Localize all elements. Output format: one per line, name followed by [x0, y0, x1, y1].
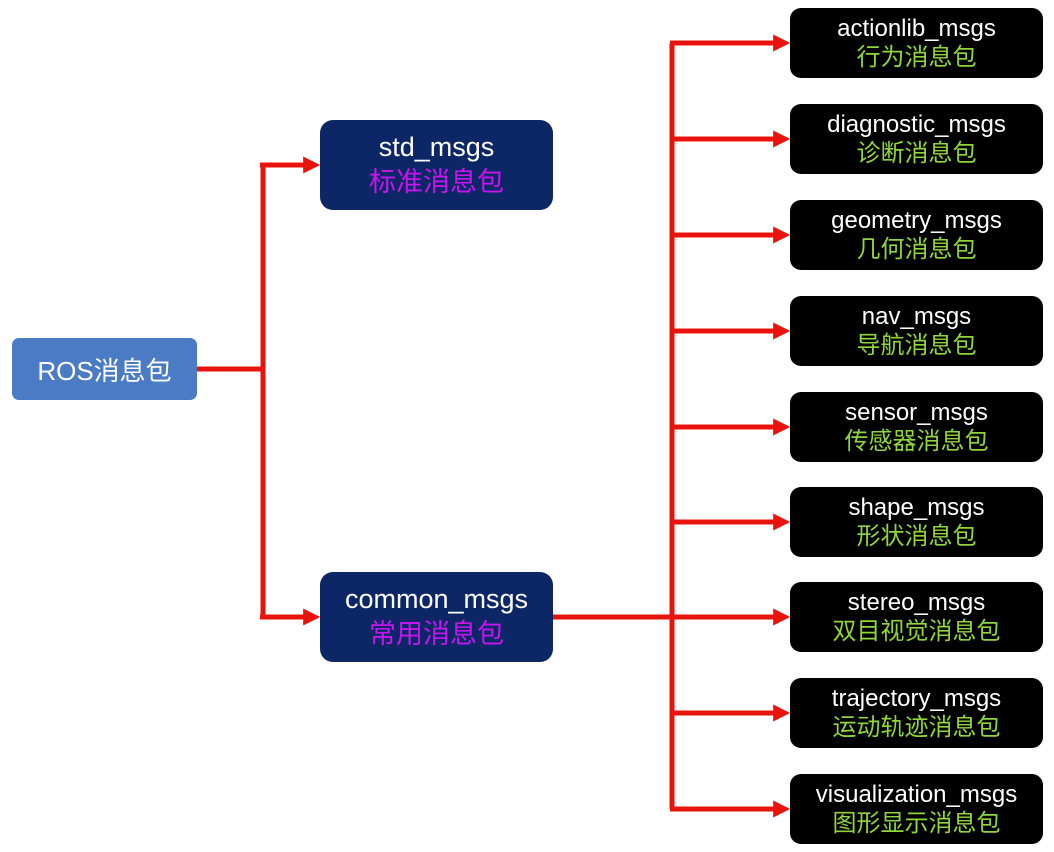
node-title: std_msgs — [378, 132, 495, 163]
node-subtitle: 双目视觉消息包 — [832, 618, 1001, 645]
node-title: shape_msgs — [848, 493, 985, 521]
node-title: stereo_msgs — [847, 588, 986, 616]
node-visualization-msgs: visualization_msgs 图形显示消息包 — [790, 774, 1043, 844]
node-subtitle: 导航消息包 — [856, 332, 977, 359]
node-title: visualization_msgs — [815, 780, 1018, 808]
node-title: diagnostic_msgs — [827, 110, 1006, 138]
node-shape-msgs: shape_msgs 形状消息包 — [790, 487, 1043, 557]
node-subtitle: 图形显示消息包 — [832, 810, 1001, 837]
node-title: trajectory_msgs — [831, 684, 1002, 712]
node-title: sensor_msgs — [845, 398, 988, 426]
node-subtitle: 传感器消息包 — [844, 428, 989, 455]
node-subtitle: 运动轨迹消息包 — [832, 714, 1001, 741]
node-common-msgs: common_msgs 常用消息包 — [320, 572, 553, 662]
node-stereo-msgs: stereo_msgs 双目视觉消息包 — [790, 582, 1043, 652]
node-subtitle: 行为消息包 — [856, 44, 977, 71]
node-subtitle: 形状消息包 — [856, 523, 977, 550]
node-geometry-msgs: geometry_msgs 几何消息包 — [790, 200, 1043, 270]
node-subtitle: 常用消息包 — [369, 619, 504, 649]
node-actionlib-msgs: actionlib_msgs 行为消息包 — [790, 8, 1043, 78]
node-nav-msgs: nav_msgs 导航消息包 — [790, 296, 1043, 366]
node-title: nav_msgs — [861, 302, 972, 330]
node-title: geometry_msgs — [831, 206, 1002, 234]
node-sensor-msgs: sensor_msgs 传感器消息包 — [790, 392, 1043, 462]
node-diagnostic-msgs: diagnostic_msgs 诊断消息包 — [790, 104, 1043, 174]
node-title: common_msgs — [344, 584, 529, 615]
node-subtitle: 标准消息包 — [369, 167, 504, 197]
node-trajectory-msgs: trajectory_msgs 运动轨迹消息包 — [790, 678, 1043, 748]
node-subtitle: 诊断消息包 — [856, 140, 977, 167]
node-std-msgs: std_msgs 标准消息包 — [320, 120, 553, 210]
node-label: ROS消息包 — [37, 355, 172, 386]
node-subtitle: 几何消息包 — [856, 236, 977, 263]
node-title: actionlib_msgs — [837, 14, 996, 42]
node-ros-msgs: ROS消息包 — [12, 338, 197, 400]
